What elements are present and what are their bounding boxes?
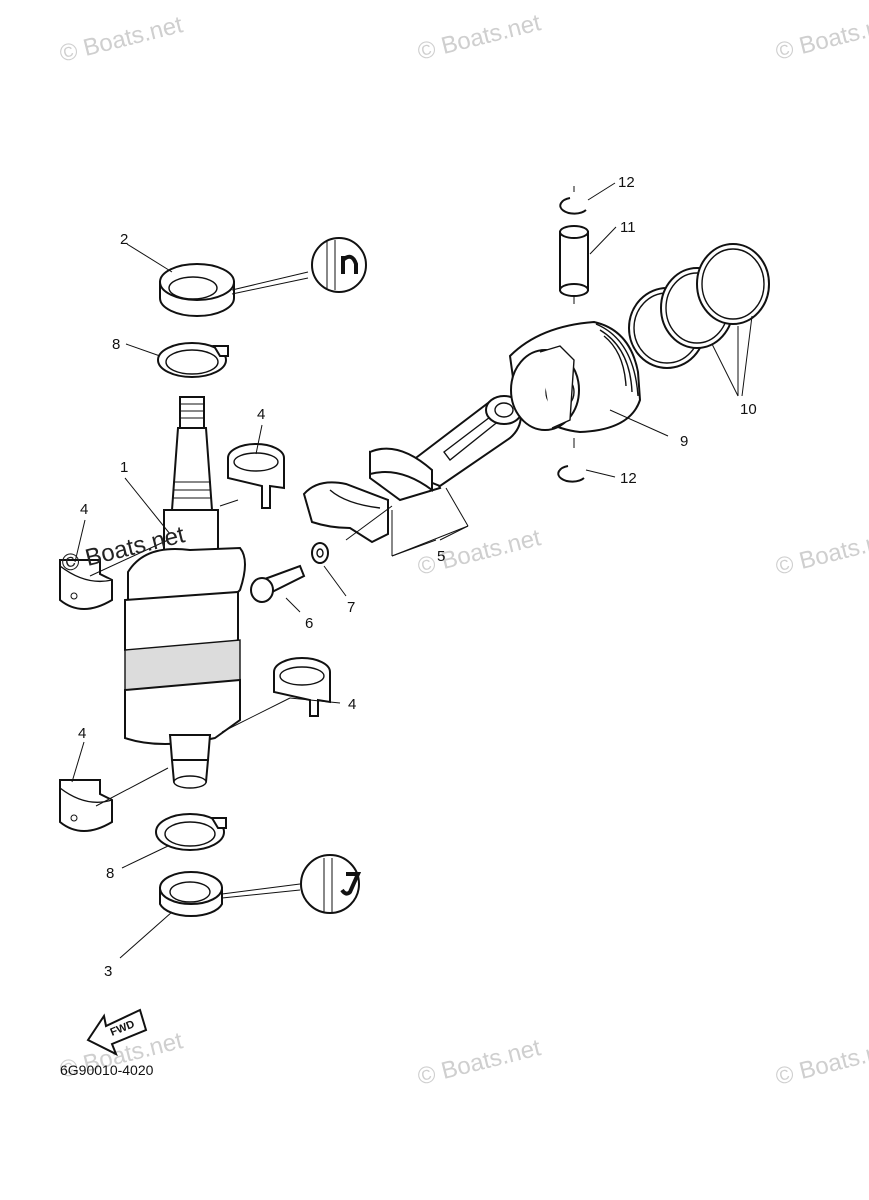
callout-11: 11 [620,219,636,236]
callout-3: 3 [104,963,112,980]
callout-1: 1 [120,459,128,476]
connecting-rod [302,395,523,544]
callout-12-upper: 12 [618,174,635,191]
callout-8-lower: 8 [106,865,114,882]
callout-4-lower-left: 4 [78,725,86,742]
bearing-lower-right [273,657,331,717]
watermark: © Boats.net [773,9,869,66]
callout-4-upper-right: 4 [257,406,265,423]
watermark: © Boats.net [57,11,186,68]
callout-10: 10 [740,401,757,418]
watermark: © Boats.net [773,1034,869,1091]
callout-2: 2 [120,231,128,248]
callout-5: 5 [437,548,445,565]
callout-6: 6 [305,615,313,632]
watermark: © Boats.net [773,524,869,581]
circlip-lower [557,465,585,483]
circlip-upper [559,197,587,215]
callout-7: 7 [347,599,355,616]
thrust-washer-lower [155,813,227,851]
callout-8-upper: 8 [112,336,120,353]
leader-lines [71,182,753,959]
piston-rings [628,243,770,369]
piston-pin [559,225,589,297]
oil-seal-lower [159,854,362,918]
watermark: © Boats.net [415,9,544,66]
connecting-rod-bolt [250,564,306,603]
diagram-code: 6G90010-4020 [60,1062,154,1078]
callout-12-lower: 12 [620,470,637,487]
thrust-washer-upper [157,342,229,378]
watermark: © Boats.net [415,524,544,581]
callout-9: 9 [680,433,688,450]
piston [508,320,642,434]
crankshaft [124,396,246,789]
callout-labels: 2 8 1 4 4 6 7 5 9 10 11 12 12 4 4 8 3 [78,174,757,980]
watermark: © Boats.net [415,1034,544,1091]
bolt-washer [311,542,329,564]
bearing-upper-left [59,559,113,610]
forward-arrow-icon: FWD [86,1008,148,1057]
callout-4-upper-left: 4 [80,501,88,518]
callout-4-lower-right: 4 [348,696,356,713]
oil-seal-upper [159,237,367,317]
bearing-lower-left [59,779,113,832]
